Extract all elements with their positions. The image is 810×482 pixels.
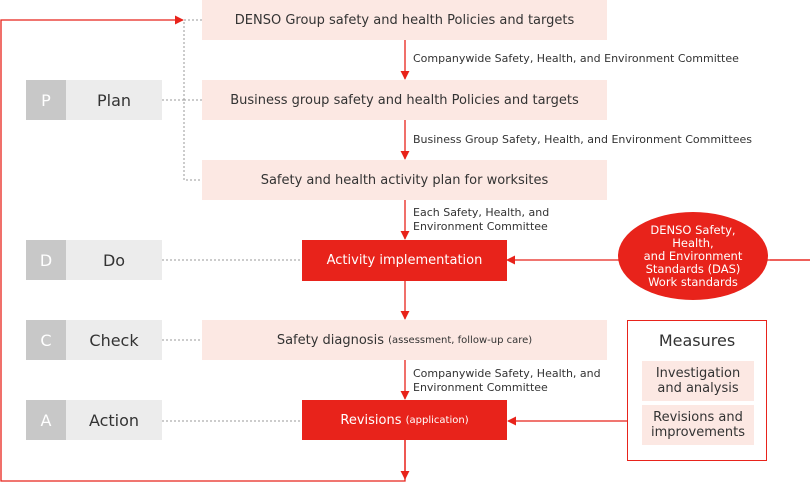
standards-line-5: Work standards [648,274,738,289]
measures-item-2-line-1: Revisions and [653,410,743,425]
revisions-box: Revisions (application) [302,400,507,440]
revisions-label: Revisions [340,412,402,428]
standards-line-3: and Environment [643,248,743,263]
measures-panel: Measures Investigation and analysis Revi… [627,320,767,461]
standards-oval: DENSO Safety, Health, and Environment St… [618,212,768,300]
diagnosis-label: Safety diagnosis [276,332,384,348]
standards-line-4: Standards (DAS) [645,261,741,276]
safety-diagnosis-box: Safety diagnosis (assessment, follow-up … [202,320,607,360]
connector-label-2: Business Group Safety, Health, and Envir… [413,133,752,146]
phase-check: Check [66,320,162,360]
activity-implementation-box: Activity implementation [302,240,507,281]
phase-action: Action [66,400,162,440]
worksite-plan-box: Safety and health activity plan for work… [202,160,607,200]
measures-item-1-line-2: and analysis [657,381,739,396]
connector-label-4b: Environment Committee [413,381,548,394]
business-policies-box: Business group safety and health Policie… [202,80,607,120]
phase-do: Do [66,240,162,280]
measures-item-2-line-2: improvements [650,425,745,440]
connector-label-1: Companywide Safety, Health, and Environm… [413,52,739,65]
phase-letter-a: A [26,400,66,440]
connector-label-3b: Environment Committee [413,220,548,233]
group-policies-box: DENSO Group safety and health Policies a… [202,0,607,40]
connector-label-3a: Each Safety, Health, and [413,206,550,219]
standards-line-2: Health, [672,235,714,250]
connector-label-4a: Companywide Safety, Health, and [413,367,601,380]
measures-item-investigation: Investigation and analysis [642,361,754,401]
measures-title: Measures [658,331,736,350]
diagnosis-note: (assessment, follow-up care) [388,334,533,346]
phase-plan: Plan [66,80,162,120]
phase-letter-p: P [26,80,66,120]
measures-item-revisions: Revisions and improvements [642,405,754,445]
phase-letter-d: D [26,240,66,280]
measures-item-1-line-1: Investigation [655,366,741,381]
revisions-note: (application) [405,414,469,426]
standards-line-1: DENSO Safety, [650,222,736,237]
phase-letter-c: C [26,320,66,360]
